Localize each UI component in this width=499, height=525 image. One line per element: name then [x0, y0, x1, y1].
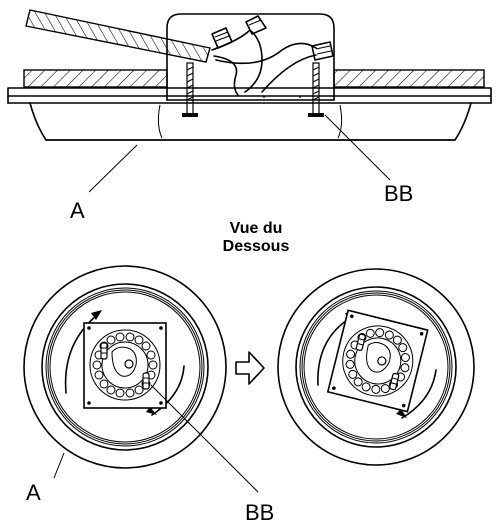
- wire-connector: [211, 27, 233, 49]
- junction-box: [166, 13, 335, 101]
- rotation-arrow: [151, 365, 185, 416]
- screw-bb: [142, 372, 150, 390]
- mounting-screw-right: [308, 62, 324, 117]
- ceiling-right: [333, 69, 485, 88]
- callout-bb: BB: [245, 500, 274, 525]
- leader-line-a: [88, 144, 138, 193]
- callout-a: A: [70, 198, 85, 223]
- leader-line-bb: [150, 384, 259, 493]
- callout-bb: BB: [384, 181, 413, 206]
- rotation-arrow: [64, 315, 97, 394]
- bottom-view-after: [277, 268, 475, 466]
- view-title-line2: Dessous: [223, 238, 290, 255]
- leader-line-bb: [324, 114, 391, 181]
- fixture-outer-ring: [277, 268, 475, 466]
- ceiling-left: [23, 69, 168, 88]
- view-title-line1: Vue du: [230, 220, 283, 237]
- wire-black: [211, 29, 263, 93]
- wire-connector: [245, 15, 267, 35]
- step-arrow-icon: [235, 351, 265, 385]
- wire-ground: [215, 42, 317, 65]
- side-view: A BB: [7, 9, 492, 223]
- screw-bb: [389, 372, 400, 391]
- bottom-view-before: A BB: [23, 265, 274, 525]
- callout-a: A: [26, 480, 41, 505]
- rotation-arrow: [317, 317, 351, 386]
- fixture-canopy: [7, 87, 492, 141]
- mounting-screw-left: [182, 62, 198, 117]
- wire-fixture: [261, 54, 317, 93]
- rotation-arrow: [401, 369, 437, 419]
- fixture-outer-ring: [23, 265, 227, 469]
- leader-line-a: [53, 452, 65, 479]
- supply-cable: [25, 9, 211, 63]
- screw-bb: [100, 342, 108, 360]
- wire-white: [213, 55, 239, 96]
- wire-connector: [311, 41, 334, 61]
- screw-bb: [355, 333, 366, 351]
